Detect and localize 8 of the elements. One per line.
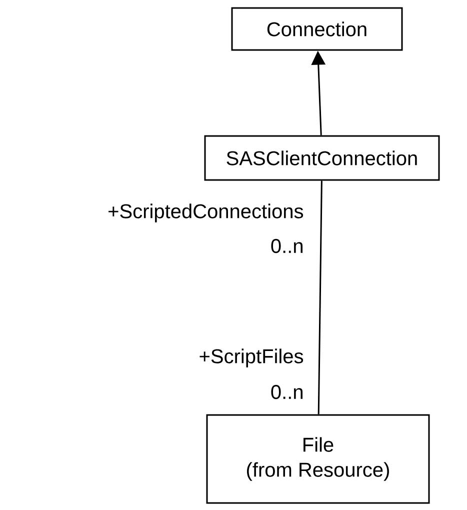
multiplicity-label: 0..n — [271, 238, 302, 254]
class-box: Connection — [231, 7, 403, 51]
role-name: +ScriptedConnections — [108, 204, 304, 222]
class-box: File (from Resource) — [206, 414, 430, 504]
role-name: +ScriptFiles — [200, 348, 304, 368]
association-line — [318, 180, 322, 414]
multiplicity-label: 0..n — [271, 384, 302, 400]
class-box: SASClientConnection — [204, 135, 440, 181]
